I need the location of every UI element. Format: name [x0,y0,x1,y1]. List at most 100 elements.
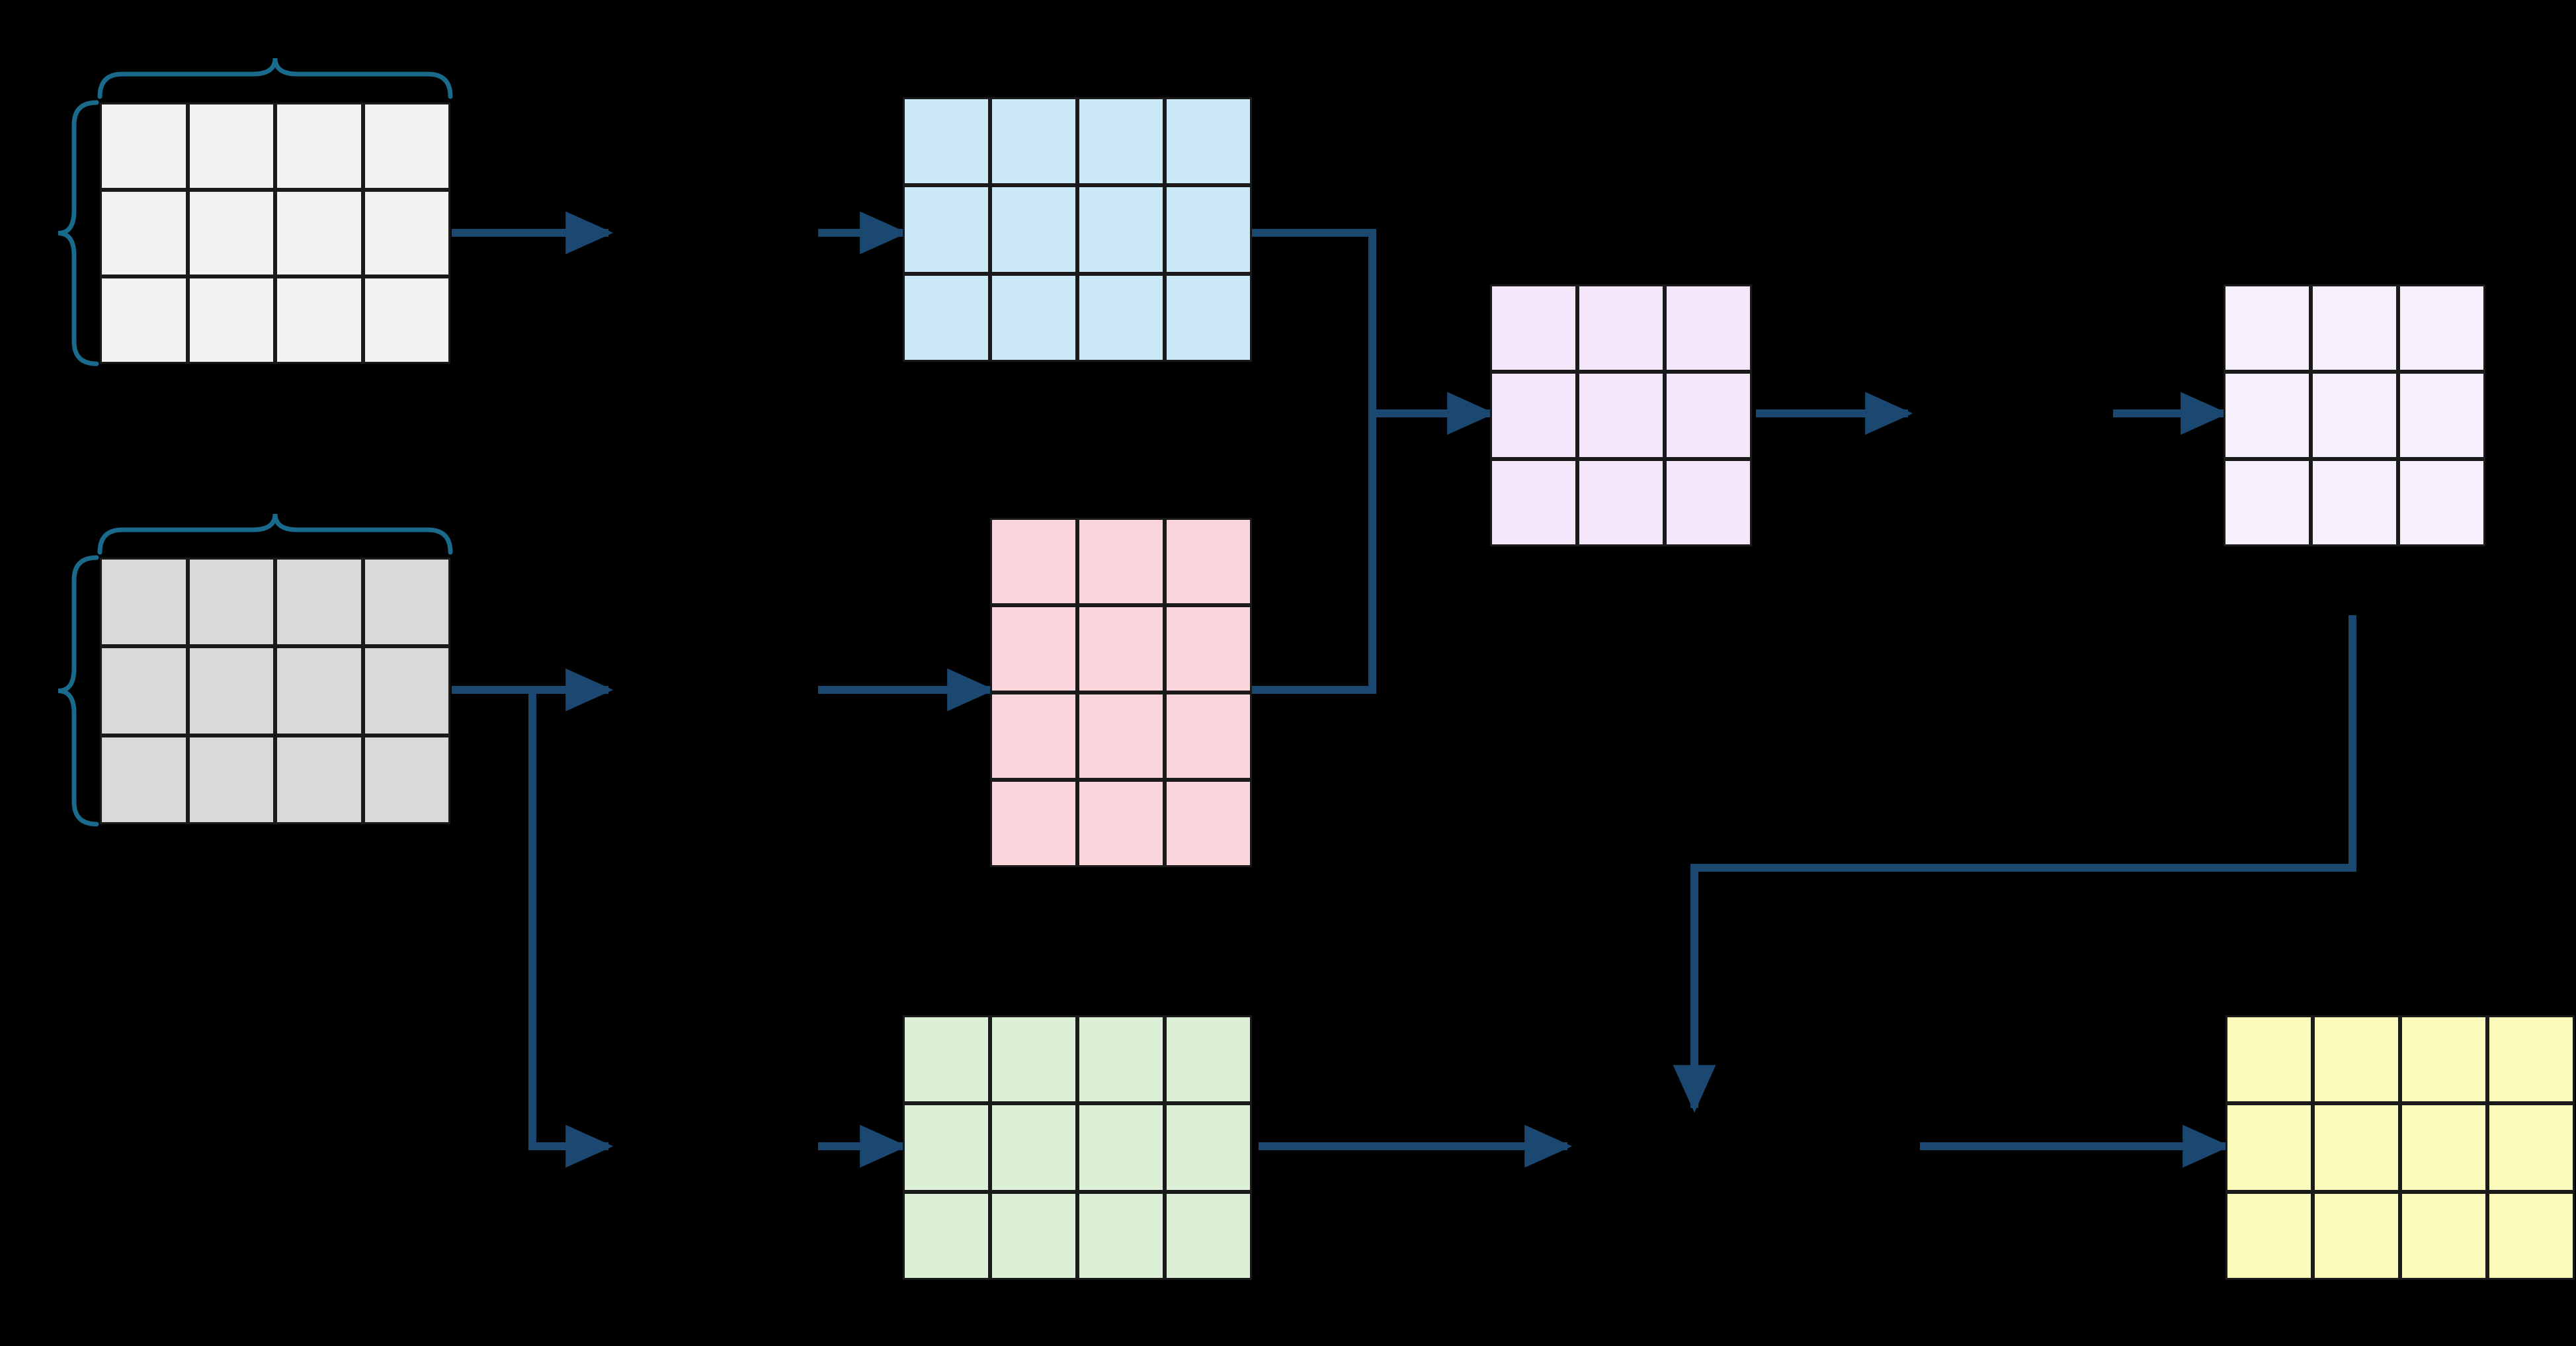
matrix-cell [1165,185,1252,274]
matrix-cell [100,103,188,190]
matrix-cell [1077,1191,1165,1280]
matrix-cell [1165,1191,1252,1280]
matrix-cell [100,558,188,647]
matrix-cell [2400,1103,2487,1192]
matrix-cell [1077,185,1165,274]
matrix-cell [903,1191,990,1280]
matrix-cell [2225,1103,2313,1192]
matrix-cell [1165,1103,1252,1192]
matrix-cell [2225,1191,2313,1280]
matrix-cell [362,189,450,277]
matrix-cell [990,273,1077,362]
connector-blue-to-merge [1252,229,1376,413]
matrix-cell [990,780,1077,867]
matrix-cell [1665,284,1752,372]
connectors-group [452,211,2356,1168]
connector-lavender-down-to-yellow-row [1673,615,2356,1113]
matrix-cell [2400,1191,2487,1280]
matrix-cell [1165,1015,1252,1104]
matrix-cell [362,103,450,190]
matrix-cell [1665,459,1752,546]
matrix-cell [1165,273,1252,362]
input-matrix-b[interactable] [100,558,450,824]
matrix-cell [362,735,450,824]
matrix-cell [2487,1015,2575,1104]
matrix-cell [1577,284,1665,372]
purple-matrix[interactable] [1490,284,1752,546]
matrix-cell [2398,284,2485,372]
matrix-cell [2311,459,2398,546]
matrix-cell [187,735,275,824]
matrix-cell [187,103,275,190]
matrix-cell [2223,372,2311,459]
matrix-cell [990,185,1077,274]
matrix-cell [990,518,1077,605]
matrix-cell [1077,780,1165,867]
matrix-cell [275,735,363,824]
green-matrix[interactable] [903,1015,1252,1280]
matrix-cell [990,1191,1077,1280]
matrix-cell [903,1015,990,1104]
matrix-cell [2487,1103,2575,1192]
matrix-cell [1077,605,1165,693]
matrix-cell [903,273,990,362]
matrix-cell [990,693,1077,780]
matrix-cell [1577,459,1665,546]
matrix-cell [2400,1015,2487,1104]
matrix-cell [187,189,275,277]
matrix-cell [1577,372,1665,459]
matrix-cell [1165,97,1252,186]
matrix-cell [100,189,188,277]
matrix-cell [2225,1015,2313,1104]
matrix-cell [1077,693,1165,780]
matrix-cell [1165,605,1252,693]
braces-group [58,58,453,827]
matrix-cell [275,558,363,647]
brace-top-input-a [97,58,453,99]
matrix-cell [275,103,363,190]
matrix-cell [903,185,990,274]
brace-left-input-a [58,100,99,366]
matrix-cell [2223,284,2311,372]
connector-pink-to-merge [1252,413,1376,694]
brace-top-input-b [97,513,453,555]
matrix-cell [362,646,450,736]
matrix-cell [990,1015,1077,1104]
matrix-cell [1165,518,1252,605]
matrix-cell [990,97,1077,186]
matrix-cell [1077,97,1165,186]
matrix-cell [903,1103,990,1192]
matrix-cell [100,646,188,736]
matrix-cell [2313,1103,2400,1192]
matrix-cell [2223,459,2311,546]
connector-input-b-branch-down [528,690,614,1168]
matrix-cell [1490,459,1577,546]
matrix-cell [275,189,363,277]
matrix-cell [362,276,450,364]
yellow-matrix[interactable] [2225,1015,2575,1280]
matrix-cell [1077,273,1165,362]
matrix-cell [1665,372,1752,459]
matrix-cell [362,558,450,647]
matrix-cell [903,97,990,186]
matrix-cell [2487,1191,2575,1280]
matrix-cell [1490,284,1577,372]
lavender-matrix[interactable] [2223,284,2485,546]
matrix-cell [1490,372,1577,459]
matrix-cell [100,276,188,364]
matrix-cell [2398,459,2485,546]
matrix-cell [1165,780,1252,867]
matrix-cell [990,605,1077,693]
blue-matrix[interactable] [903,97,1252,362]
matrix-cell [2313,1191,2400,1280]
matrix-cell [990,1103,1077,1192]
brace-left-input-b [58,555,99,827]
matrix-cell [1077,1015,1165,1104]
matrix-cell [187,646,275,736]
pink-matrix[interactable] [990,518,1252,867]
matrix-cell [1077,1103,1165,1192]
matrix-cell [187,276,275,364]
input-matrix-a[interactable] [100,103,450,364]
